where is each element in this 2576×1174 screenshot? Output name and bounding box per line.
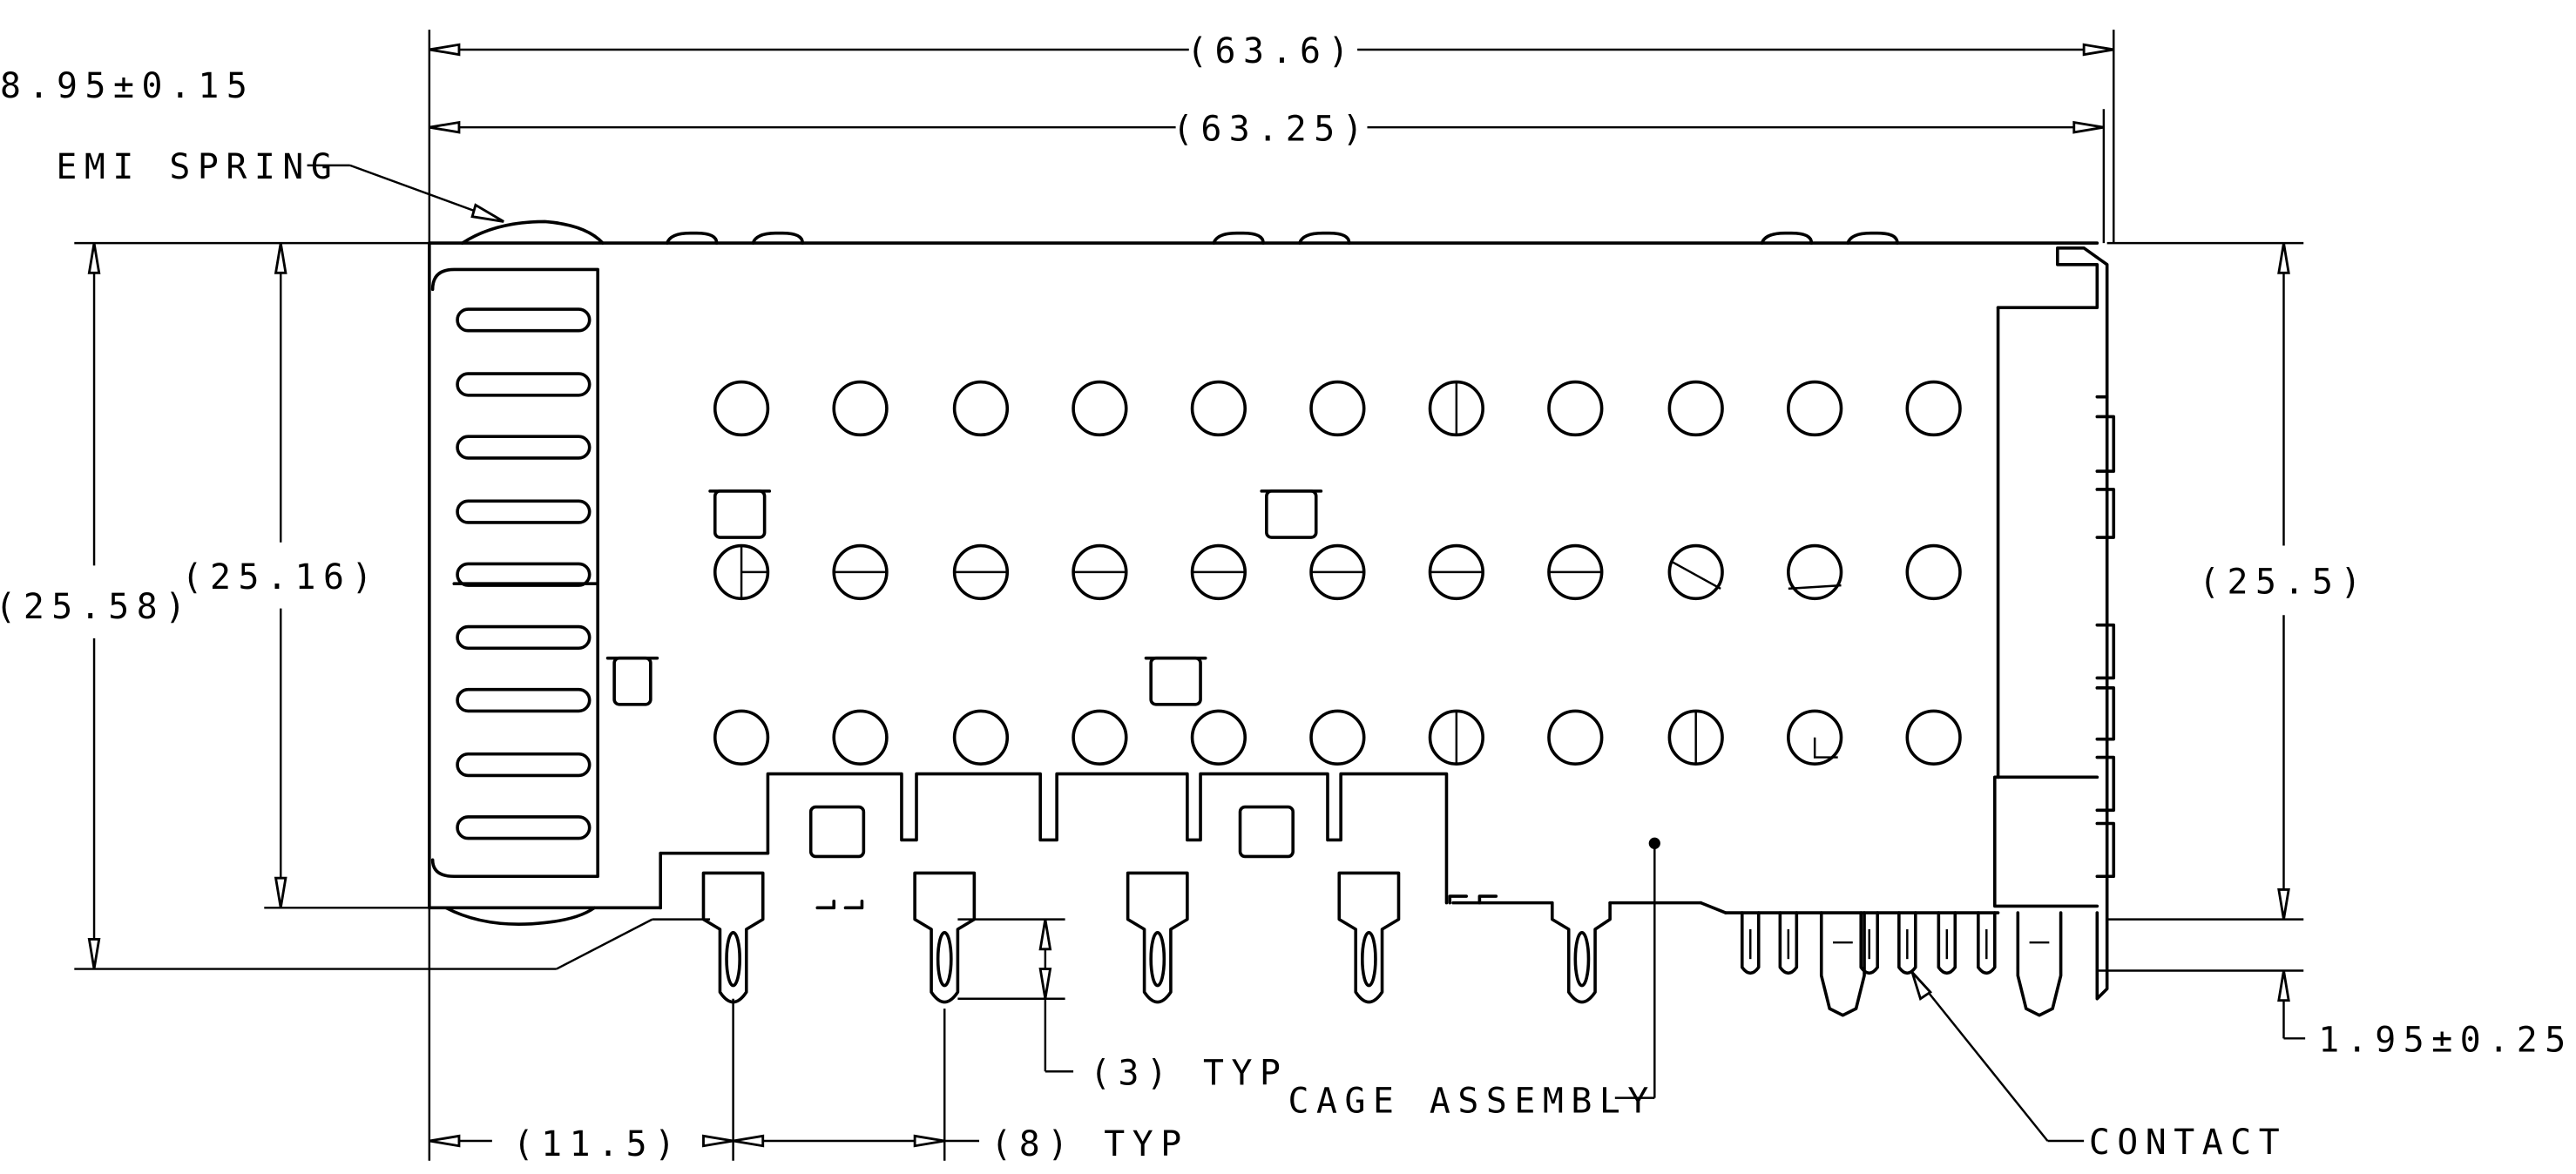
cage-body-outline: [428, 241, 2116, 1001]
contact-label: CONTACT: [2089, 1123, 2287, 1163]
vent-holes: [713, 380, 1962, 766]
pin-offset-label: 1.95±0.25: [2318, 1020, 2573, 1060]
pin-pitch-label: (8) TYP: [991, 1124, 1188, 1164]
emi-spring: [430, 219, 605, 926]
emi-spring-label: EMI SPRING: [56, 147, 339, 187]
first-pin-label: (11.5): [513, 1124, 683, 1164]
cage-assembly-label: CAGE ASSEMBLY: [1288, 1082, 1656, 1122]
body-width-label: (63.25): [1173, 109, 1370, 149]
press-fit-pins: [701, 871, 1612, 1004]
bottom-panel: [766, 772, 1498, 910]
connector-contacts: [1740, 911, 2063, 1017]
spring-dimension-label: 8.95±0.15: [0, 66, 254, 106]
body-height-label: (25.16): [182, 557, 380, 597]
latch-tabs: [605, 489, 1323, 706]
overall-width-label: (63.6): [1187, 31, 1356, 71]
top-bumps: [665, 231, 1899, 245]
dimension-lines: [74, 30, 2306, 1161]
overall-height-label: (25.58): [0, 587, 193, 627]
pin-length-label: (3) TYP: [1090, 1053, 1288, 1093]
right-height-label: (25.5): [2199, 563, 2369, 603]
dimension-labels: (63.6) (63.25) 8.95±0.15 EMI SPRING (25.…: [0, 31, 2573, 1164]
